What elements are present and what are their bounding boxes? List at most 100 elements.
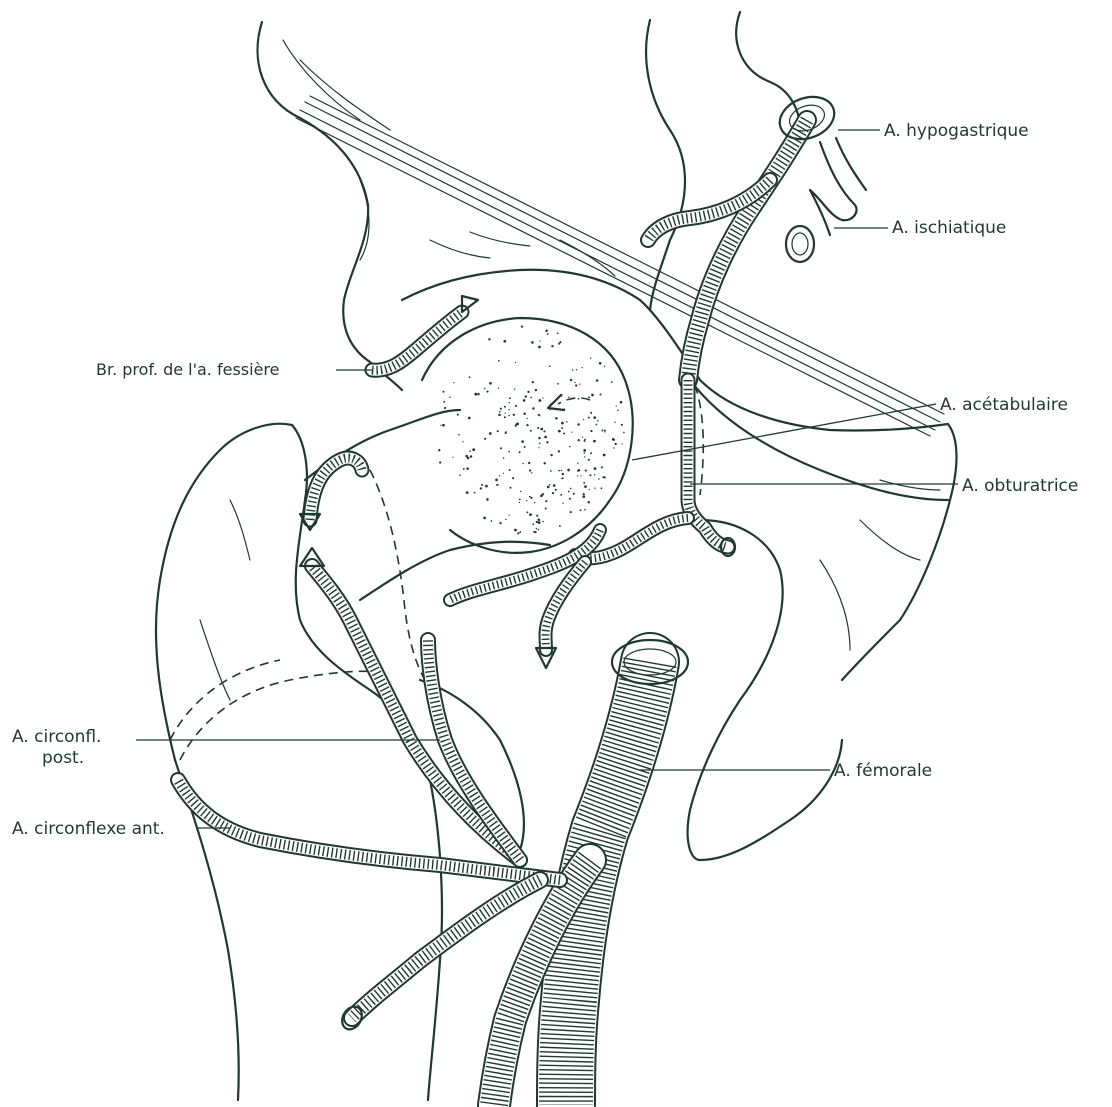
stipple-dot [591,394,594,397]
stipple-dot [550,454,552,456]
stipple-dot [538,521,541,524]
stipple-dot [481,484,483,486]
leader-acetabulaire [632,404,936,460]
stipple-dot [509,402,510,403]
stipple-dot [545,508,547,510]
stipple-dot [594,467,597,470]
cartilage-stipple [438,325,625,534]
stipple-dot [532,381,534,383]
stipple-dot [515,425,517,427]
stipple-dot [503,340,506,343]
label-circonflexe-ant: A. circonflexe ant. [12,819,165,839]
stipple-dot [582,367,583,368]
stipple-dot [536,521,538,523]
stipple-dot [555,489,557,491]
stipple-dot [549,484,551,486]
stipple-dot [590,452,592,454]
hypogastric-artery-vessel [688,120,807,380]
stipple-dot [467,457,470,460]
stipple-dot [508,514,509,515]
stipple-dot [519,499,521,501]
stipple-dot [594,487,595,488]
stipple-dot [512,477,514,479]
stipple-dot [505,519,506,520]
stipple-dot [538,437,540,439]
stipple-dot [558,450,560,452]
stipple-dot [557,333,559,335]
stipple-dot [542,521,544,523]
stipple-dot [589,489,590,490]
stipple-dot [497,430,499,432]
stipple-dot [531,472,532,473]
stipple-dot [593,440,596,443]
stipple-dot [590,430,592,432]
stipple-dot [489,382,492,385]
stipple-dot [579,384,580,385]
stipple-dot [468,417,471,420]
stipple-dot [570,379,572,381]
acetabular-descending-vessel [546,562,586,650]
stipple-dot [505,412,506,413]
stipple-dot [538,447,539,448]
stipple-dot [535,389,537,391]
stipple-dot [523,399,526,402]
stipple-dot [495,479,498,482]
stipple-dot [577,423,579,425]
stipple-dot [469,376,471,378]
stipple-dot [580,475,581,476]
stipple-dot [509,397,511,399]
stipple-dot [480,487,482,489]
stipple-dot [522,463,523,464]
stipple-dot [568,491,570,493]
stipple-dot [539,399,542,402]
stipple-dot [509,469,511,471]
stipple-dot [550,470,552,472]
stipple-dot [529,496,531,498]
stipple-dot [577,475,578,476]
stipple-dot [604,431,605,432]
stipple-dot [562,473,564,475]
stipple-dot [533,531,535,533]
stipple-dot [534,531,536,533]
label-acetabulaire: A. acétabulaire [940,395,1068,415]
stipple-dot [598,478,600,480]
stipple-dot [532,523,534,525]
stipple-dot [526,500,527,501]
stipple-dot [440,425,441,426]
label-hypogastrique: A. hypogastrique [884,121,1029,141]
stipple-dot [453,382,454,383]
stipple-dot [600,394,602,396]
stipple-dot [583,449,586,452]
stipple-dot [529,469,531,471]
stipple-dot [503,473,504,474]
stipple-dot [540,428,543,431]
stipple-dot [572,369,574,371]
stipple-dot [570,511,572,513]
stipple-dot [588,459,590,461]
stipple-dot [438,449,440,451]
stipple-dot [568,396,569,397]
stipple-dot [514,529,517,532]
stipple-dot [470,455,473,458]
stipple-dot [539,442,541,444]
stipple-dot [491,520,493,522]
stipple-dot [623,432,625,434]
stipple-dot [569,498,571,500]
stipple-dot [547,333,549,335]
label-obturatrice: A. obturatrice [962,476,1078,496]
stipple-dot [505,432,507,434]
stipple-dot [536,528,538,530]
label-circonfl-post-line2: post. [42,748,84,768]
stipple-dot [539,341,540,342]
stipple-dot [567,469,570,472]
stipple-dot [513,414,515,416]
stipple-dot [597,420,599,422]
stipple-dot [498,360,500,362]
stipple-dot [583,482,585,484]
stipple-dot [449,397,450,398]
stipple-dot [613,447,614,448]
stipple-dot [561,427,563,429]
stipple-dot [614,443,616,445]
stipple-dot [577,462,578,463]
stipple-dot [547,486,550,489]
